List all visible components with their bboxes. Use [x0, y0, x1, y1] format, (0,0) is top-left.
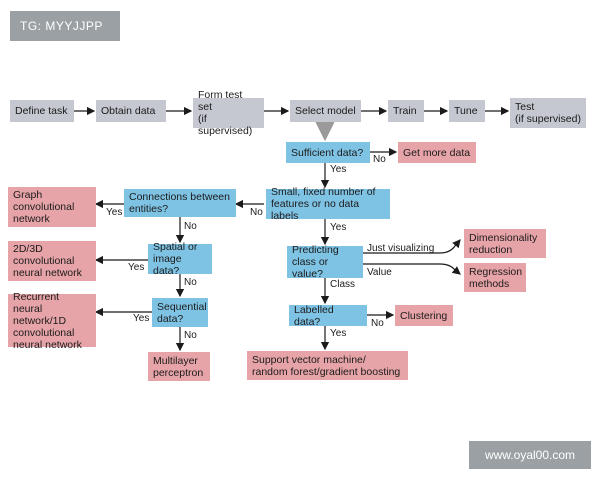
node-svm: Support vector machine/ random forest/gr… — [247, 351, 408, 380]
node-sufficient-data: Sufficient data? — [286, 142, 370, 163]
node-recurrent-label: Recurrent neural network/1D convolutiona… — [13, 290, 82, 351]
arrow-just-visualizing — [363, 239, 461, 254]
node-clustering-label: Clustering — [400, 309, 448, 322]
edge-label-class: Class — [330, 279, 356, 290]
node-sequential-label: Sequential data? — [157, 300, 207, 325]
step-form-test-set: Form test set (if supervised) — [193, 89, 264, 137]
step-define-task: Define task — [10, 100, 74, 122]
edge-label-sufficient-no: No — [373, 154, 386, 165]
node-clustering: Clustering — [395, 305, 453, 326]
edge-label-small-yes: Yes — [330, 222, 347, 233]
node-labelled: Labelled data? — [289, 303, 367, 328]
edge-label-sufficient-yes: Yes — [330, 164, 347, 175]
node-predicting: Predicting class or value? — [287, 244, 363, 280]
node-2d3d-cnn: 2D/3D convolutional neural network — [8, 241, 96, 281]
node-small-fixed-label: Small, fixed number of features or no da… — [271, 186, 376, 222]
watermark-bottom-right: www.oyal00.com — [469, 441, 591, 469]
node-dim-reduction: Dimensionality reduction — [464, 229, 546, 258]
edge-label-value: Value — [367, 267, 392, 278]
node-connections: Connections between entities? — [124, 189, 236, 217]
node-dim-reduction-label: Dimensionality reduction — [469, 231, 538, 256]
step-tune-label: Tune — [454, 105, 478, 117]
step-tune: Tune — [449, 100, 485, 122]
edge-label-connections-yes: Yes — [106, 207, 123, 218]
node-sequential: Sequential data? — [152, 298, 208, 327]
edge-label-just-visualizing: Just visualizing — [367, 243, 435, 254]
node-get-more-data: Get more data — [398, 142, 476, 163]
node-mlp-label: Multilayer perceptron — [153, 354, 204, 379]
node-regression: Regression methods — [464, 263, 526, 292]
step-test: Test (if supervised) — [510, 98, 586, 128]
node-graph-cnn: Graph convolutional network — [8, 187, 96, 227]
watermark-top-left: TG: MYYJJPP — [10, 11, 120, 41]
edge-label-labelled-yes: Yes — [330, 328, 347, 339]
edge-label-labelled-no: No — [371, 318, 384, 329]
node-2d3d-cnn-label: 2D/3D convolutional neural network — [13, 243, 82, 279]
node-mlp: Multilayer perceptron — [148, 352, 210, 381]
node-recurrent: Recurrent neural network/1D convolutiona… — [8, 291, 96, 351]
arrow-value — [363, 263, 461, 275]
step-select-model-label: Select model — [295, 105, 356, 117]
step-train: Train — [388, 100, 424, 122]
node-small-fixed: Small, fixed number of features or no da… — [266, 186, 390, 222]
node-sufficient-data-label: Sufficient data? — [291, 146, 364, 159]
step-obtain-data: Obtain data — [96, 100, 166, 122]
edge-label-connections-no: No — [184, 221, 197, 232]
edge-label-spatial-yes: Yes — [128, 262, 145, 273]
step-obtain-data-label: Obtain data — [101, 105, 156, 117]
edge-label-small-no: No — [250, 207, 263, 218]
node-regression-label: Regression methods — [469, 265, 523, 290]
step-define-task-label: Define task — [15, 105, 68, 117]
node-svm-label: Support vector machine/ random forest/gr… — [252, 353, 401, 378]
edge-label-sequential-yes: Yes — [133, 313, 150, 324]
node-graph-cnn-label: Graph convolutional network — [13, 189, 75, 225]
node-spatial-label: Spatial or image data? — [153, 241, 198, 277]
node-connections-label: Connections between entities? — [129, 191, 230, 215]
step-train-label: Train — [393, 105, 417, 117]
node-get-more-data-label: Get more data — [403, 146, 471, 159]
edge-label-sequential-no: No — [184, 330, 197, 341]
node-spatial: Spatial or image data? — [148, 241, 212, 277]
step-form-test-set-label: Form test set (if supervised) — [198, 89, 253, 137]
node-labelled-label: Labelled data? — [294, 303, 334, 328]
node-predicting-label: Predicting class or value? — [292, 244, 339, 280]
step-select-model: Select model — [290, 100, 361, 122]
edge-label-spatial-no: No — [184, 277, 197, 288]
step-test-label: Test (if supervised) — [515, 101, 581, 125]
